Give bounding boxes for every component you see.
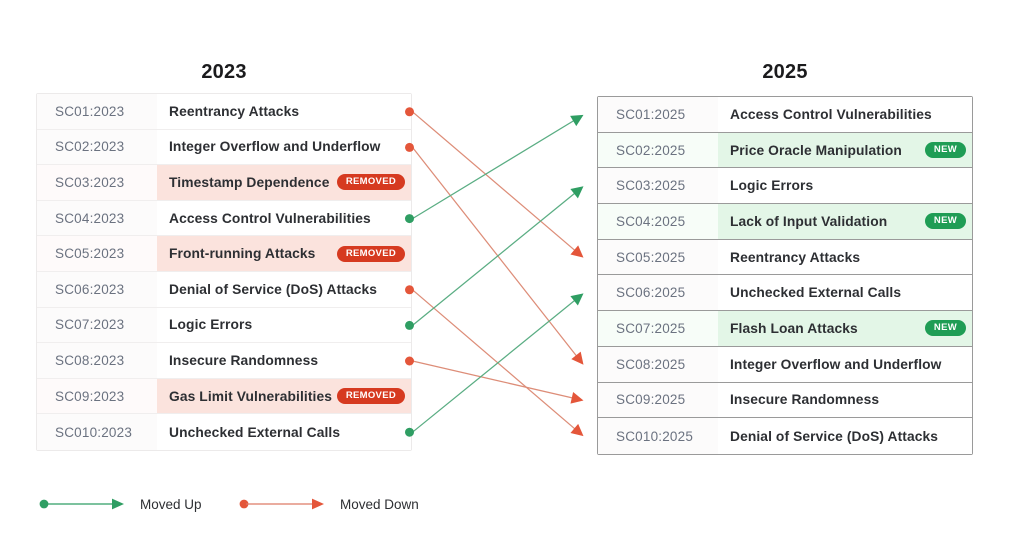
row-name: Unchecked External Calls [730,285,902,301]
removed-badge: REMOVED [336,245,405,262]
row-name: Denial of Service (DoS) Attacks [169,281,378,297]
table-row[interactable]: SC010:2025 Denial of Service (DoS) Attack… [598,418,972,454]
row-rank: SC09:2023 [37,378,157,414]
table-row[interactable]: SC04:2023 Access Control Vulnerabilities [37,200,411,237]
connector-moved-down [405,142,584,365]
moved-up-arrow-icon [39,498,124,510]
connector-arrowhead [570,114,584,127]
connector-arrowhead [570,293,584,306]
table-row[interactable]: SC010:2023 Unchecked External Calls [37,414,411,450]
new-badge: NEW [924,320,966,337]
row-rank: SC010:2025 [598,418,718,454]
row-rank: SC03:2023 [37,165,157,200]
connector-moved-up [405,186,584,330]
legend-item-moved-up: Moved Up [38,492,202,516]
row-rank: SC01:2025 [598,97,718,132]
row-name: Access Control Vulnerabilities [730,106,932,122]
moved-down-arrow-icon [239,498,324,510]
row-name: Logic Errors [169,317,253,333]
table-row[interactable]: SC08:2025 Integer Overflow and Underflow [598,346,972,383]
row-rank: SC02:2025 [598,132,718,168]
new-badge: NEW [924,142,966,159]
connector-moved-up [405,114,584,224]
row-name: Insecure Randomness [730,392,880,408]
connector-arrowhead [570,186,584,199]
connector-arrowhead [570,423,584,437]
legend: Moved Up Moved Down [30,492,450,520]
row-name: Integer Overflow and Underflow [730,356,942,372]
row-rank: SC08:2025 [598,346,718,382]
row-name: Front-running Attacks [169,246,316,262]
removed-badge: REMOVED [336,174,405,191]
row-rank: SC07:2025 [598,311,718,346]
row-rank: SC04:2023 [37,200,157,236]
row-rank: SC01:2023 [37,94,157,129]
table-row[interactable]: SC08:2023 Insecure Randomness [37,343,411,379]
table-row[interactable]: SC02:2023 Integer Overflow and Underflow [37,129,411,166]
connector-arrowhead [571,351,584,365]
row-rank: SC08:2023 [37,343,157,378]
table-row[interactable]: SC07:2025 Flash Loan Attacks NEW [598,311,972,347]
table-row[interactable]: SC01:2025 Access Control Vulnerabilities [598,97,972,133]
row-name: Reentrancy Attacks [730,249,861,265]
table-row[interactable]: SC03:2025 Logic Errors [598,168,972,205]
table-row[interactable]: SC07:2023 Logic Errors [37,307,411,344]
table-row[interactable]: SC02:2025 Price Oracle Manipulation NEW [598,132,972,169]
row-rank: SC04:2025 [598,204,718,239]
connector-arrowhead [570,245,584,258]
row-name: Unchecked External Calls [169,424,341,440]
row-rank: SC05:2025 [598,239,718,275]
row-name: Access Control Vulnerabilities [169,210,371,226]
row-rank: SC06:2023 [37,271,157,307]
new-badge: NEW [924,213,966,230]
table-row[interactable]: SC09:2025 Insecure Randomness [598,382,972,419]
row-name: Insecure Randomness [169,352,319,368]
legend-item-moved-down: Moved Down [238,492,419,516]
connector-moved-down [405,107,584,258]
row-name: Logic Errors [730,178,814,194]
connector-moved-down [405,285,584,437]
row-name: Reentrancy Attacks [169,103,300,119]
table-row[interactable]: SC03:2023 Timestamp Dependence REMOVED [37,165,411,201]
row-name: Integer Overflow and Underflow [169,139,381,155]
row-rank: SC010:2023 [37,414,157,450]
removed-badge: REMOVED [336,388,405,405]
row-rank: SC02:2023 [37,129,157,165]
row-rank: SC09:2025 [598,382,718,418]
row-name: Timestamp Dependence [169,174,330,190]
table-row[interactable]: SC01:2023 Reentrancy Attacks [37,94,411,130]
row-name: Denial of Service (DoS) Attacks [730,428,939,444]
legend-label-moved-down: Moved Down [340,496,419,512]
connector-moved-up [405,293,584,437]
row-rank: SC07:2023 [37,307,157,343]
table-row[interactable]: SC04:2025 Lack of Input Validation NEW [598,204,972,240]
row-name: Gas Limit Vulnerabilities [169,388,332,404]
table-row[interactable]: SC05:2025 Reentrancy Attacks [598,239,972,276]
table-row[interactable]: SC06:2023 Denial of Service (DoS) Attacks [37,271,411,308]
table-row[interactable]: SC05:2023 Front-running Attacks REMOVED [37,236,411,272]
row-name: Price Oracle Manipulation [730,142,902,158]
row-rank: SC06:2025 [598,275,718,311]
right-column-title: 2025 [762,61,808,83]
row-name: Lack of Input Validation [730,213,888,229]
legend-label-moved-up: Moved Up [140,496,202,512]
connector-moved-down [405,356,584,404]
row-rank: SC03:2025 [598,168,718,204]
row-name: Flash Loan Attacks [730,320,858,336]
left-column-title: 2023 [201,61,247,83]
table-row[interactable]: SC06:2025 Unchecked External Calls [598,275,972,312]
connector-arrowhead [570,391,584,404]
row-rank: SC05:2023 [37,236,157,271]
